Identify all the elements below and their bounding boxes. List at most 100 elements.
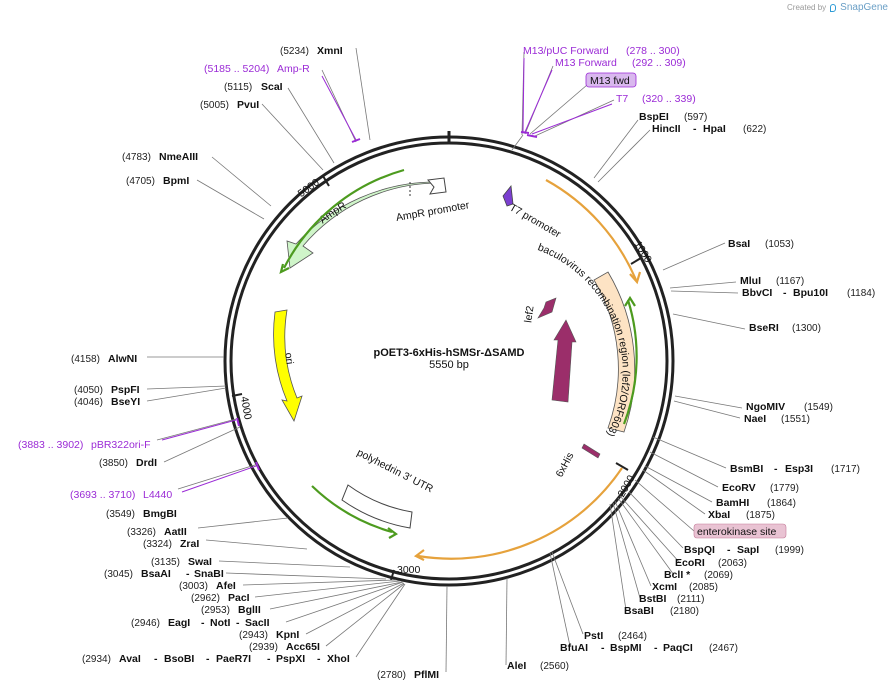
ampr-feature[interactable]: AmpR xyxy=(286,181,438,269)
site-aatii[interactable]: AatII xyxy=(164,526,187,538)
site-bcli[interactable]: BclI * xyxy=(664,569,691,581)
svg-text:(3135): (3135) xyxy=(151,557,180,568)
svg-text:(2111): (2111) xyxy=(677,594,704,605)
svg-text:(5234): (5234) xyxy=(280,46,309,57)
ori-arrow xyxy=(273,309,303,422)
baculo-feature[interactable]: baculovirus recombination region (lef2/O… xyxy=(536,241,636,439)
site-mlui[interactable]: MluI xyxy=(740,275,761,287)
site-bsmbi[interactable]: BsmBI xyxy=(730,463,763,475)
site-bpu10i[interactable]: Bpu10I xyxy=(793,287,828,299)
site-pvui[interactable]: PvuI xyxy=(237,99,259,111)
site-sacii[interactable]: SacII xyxy=(245,617,270,629)
site-nmeaiii[interactable]: NmeAIII xyxy=(159,151,198,163)
site-kpni[interactable]: KpnI xyxy=(276,629,299,641)
site-sapi[interactable]: SapI xyxy=(737,544,759,556)
site-bspei[interactable]: BspEI xyxy=(639,111,669,123)
site-pspxi[interactable]: PspXI xyxy=(276,653,305,665)
svg-text:(2085): (2085) xyxy=(689,582,718,593)
site-naei[interactable]: NaeI xyxy=(744,413,766,425)
site-bsai[interactable]: BsaI xyxy=(728,238,750,250)
site-bsabi[interactable]: BsaBI xyxy=(624,605,654,617)
m13f-name: M13 Forward xyxy=(555,57,617,69)
site-ecorv[interactable]: EcoRV xyxy=(722,482,756,494)
his-tag-feature[interactable]: 6xHis xyxy=(554,443,601,479)
site-bstbi[interactable]: BstBI xyxy=(639,593,667,605)
site-eagi[interactable]: EagI xyxy=(168,617,190,629)
site-bglii[interactable]: BglII xyxy=(238,604,261,616)
site-pflmi[interactable]: PflMI xyxy=(414,669,439,681)
orf603-feature[interactable]: ORF603 xyxy=(551,319,587,403)
site-bpmi[interactable]: BpmI xyxy=(163,175,189,187)
svg-text:(1551): (1551) xyxy=(781,414,810,425)
m13-fwd-feature[interactable]: M13 fwd xyxy=(585,72,637,88)
site-acc65i[interactable]: Acc65I xyxy=(286,641,320,653)
m13-fwd-box xyxy=(585,72,637,88)
enterokinase-label: enterokinase site xyxy=(697,526,777,538)
site-xmni[interactable]: XmnI xyxy=(317,45,343,57)
svg-text:(1779): (1779) xyxy=(770,483,799,494)
site-swai[interactable]: SwaI xyxy=(188,556,212,568)
site-snabi[interactable]: SnaBI xyxy=(194,568,224,580)
enterokinase-feature[interactable]: enterokinase site xyxy=(693,523,787,539)
ori-label: ori xyxy=(282,352,296,365)
snapgene-brand-text: SnapGene xyxy=(840,2,888,13)
site-noti[interactable]: NotI xyxy=(210,617,230,629)
m13puc-pos: (278 .. 300) xyxy=(626,45,680,57)
site-alei[interactable]: AleI xyxy=(507,660,526,672)
baculo-box xyxy=(593,271,636,433)
site-bspqi[interactable]: BspQI xyxy=(684,544,715,556)
site-xbai[interactable]: XbaI xyxy=(708,509,730,521)
site-psti[interactable]: PstI xyxy=(584,630,603,642)
site-xhoi[interactable]: XhoI xyxy=(327,653,350,665)
orange-direction-arc-top xyxy=(545,179,638,281)
svg-text:(2467): (2467) xyxy=(709,643,738,654)
svg-text:(2946): (2946) xyxy=(131,618,160,629)
site-paer7i[interactable]: PaeR7I xyxy=(216,653,251,665)
site-alwni[interactable]: AlwNI xyxy=(108,353,137,365)
site-ecori[interactable]: EcoRI xyxy=(675,557,705,569)
svg-text:-: - xyxy=(201,617,205,629)
ori-feature[interactable]: ori xyxy=(273,309,303,422)
site-paci[interactable]: PacI xyxy=(228,592,250,604)
svg-text:(4158): (4158) xyxy=(71,354,100,365)
site-hincii[interactable]: HincII xyxy=(652,123,681,135)
svg-text:-: - xyxy=(154,653,158,665)
site-pspfi[interactable]: PspFI xyxy=(111,384,140,396)
site-bmgbi[interactable]: BmgBI xyxy=(143,508,177,520)
site-bamhi[interactable]: BamHI xyxy=(716,497,749,509)
site-zrai[interactable]: ZraI xyxy=(180,538,199,550)
site-esp3i[interactable]: Esp3I xyxy=(785,463,813,475)
site-bseyi[interactable]: BseYI xyxy=(111,396,140,408)
lef2-feature[interactable]: lef2 xyxy=(522,297,557,324)
ampr-direction-arc xyxy=(283,168,405,269)
svg-text:-: - xyxy=(601,642,605,654)
svg-text:(1053): (1053) xyxy=(765,239,794,250)
polyhedrin-feature[interactable]: polyhedrin 3′ UTR xyxy=(341,447,435,529)
site-bsaai[interactable]: BsaAI xyxy=(141,568,171,580)
site-hpai[interactable]: HpaI xyxy=(703,123,726,135)
enzyme-labels-left: (5234) XmnI (5115) ScaI (5005) PvuI (478… xyxy=(71,45,350,665)
site-xcmi[interactable]: XcmI xyxy=(652,581,677,593)
site-ngomiv[interactable]: NgoMIV xyxy=(746,401,785,413)
ruler-ticks: 1000 2000 3000 4000 5000 xyxy=(231,175,654,581)
snapgene-credit: Created by SnapGene xyxy=(787,2,888,13)
site-drdi[interactable]: DrdI xyxy=(136,457,157,469)
site-afei[interactable]: AfeI xyxy=(216,580,236,592)
svg-text:(2063): (2063) xyxy=(718,558,747,569)
site-bbvci[interactable]: BbvCI xyxy=(742,287,772,299)
svg-text:(3003): (3003) xyxy=(179,581,208,592)
site-avai[interactable]: AvaI xyxy=(119,653,141,665)
site-scai[interactable]: ScaI xyxy=(261,81,283,93)
site-bseri[interactable]: BseRI xyxy=(749,322,779,334)
primer-lines xyxy=(161,57,613,493)
plasmid-size: 5550 bp xyxy=(429,359,469,371)
t7-promoter-feature[interactable]: T7 promoter xyxy=(502,184,563,241)
site-bfuai[interactable]: BfuAI xyxy=(560,642,588,654)
tick-label-4000: 4000 xyxy=(238,395,254,420)
svg-text:(4705): (4705) xyxy=(126,176,155,187)
site-bspmi[interactable]: BspMI xyxy=(610,642,642,654)
t7-promoter-arrow xyxy=(502,184,514,207)
site-bsobi[interactable]: BsoBI xyxy=(164,653,194,665)
site-paqci[interactable]: PaqCI xyxy=(663,642,693,654)
